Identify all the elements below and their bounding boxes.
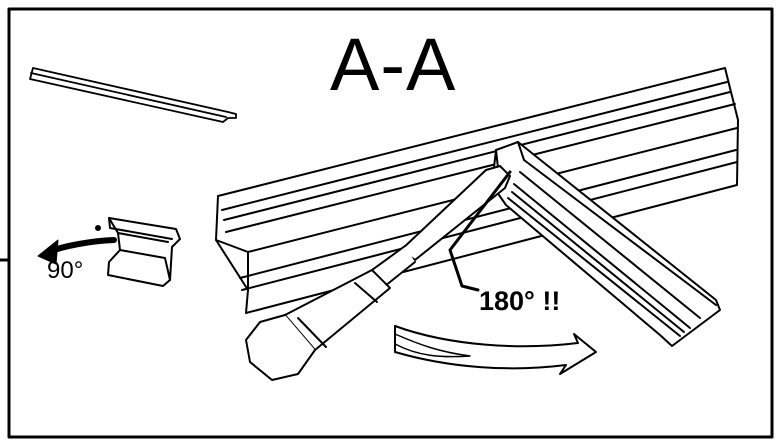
- section-label: A-A: [330, 23, 457, 106]
- bracket-clip: [95, 217, 181, 287]
- small-rotation-arrow: [37, 237, 117, 265]
- cross-rail-profile: [491, 141, 721, 347]
- callout-leader-line: [448, 170, 512, 292]
- rotation-arrow: [394, 325, 597, 375]
- small-rotation-label: 90°: [47, 257, 84, 284]
- screwdriver: [245, 165, 511, 381]
- frame-border: [7, 7, 774, 439]
- main-rotation-label: 180° !!: [479, 286, 561, 316]
- thin-rod: [29, 67, 237, 123]
